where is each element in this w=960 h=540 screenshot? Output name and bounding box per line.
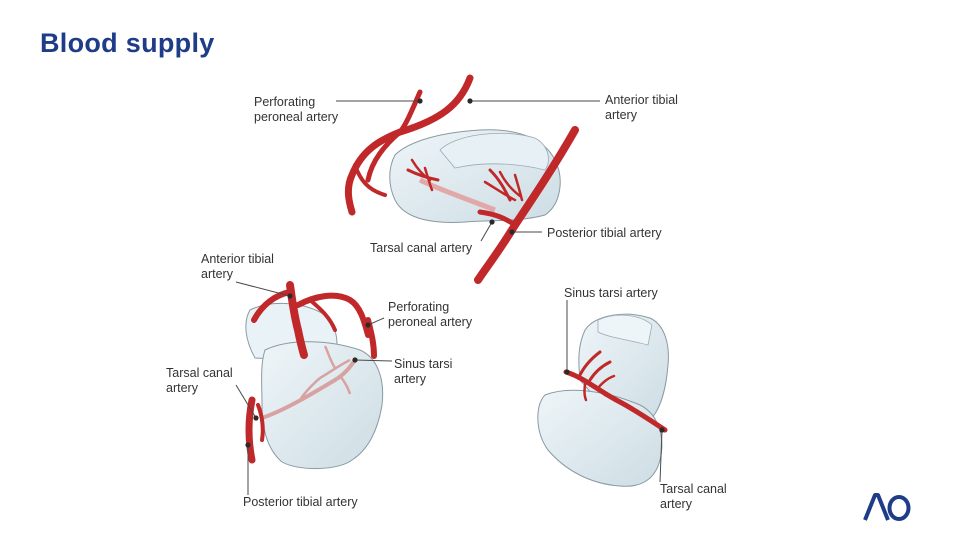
- top-tarsal-canal-vessel: [418, 177, 496, 213]
- leader-lines: [235, 100, 663, 495]
- top-talus-dome: [439, 133, 549, 171]
- label-line-2: peroneal artery: [254, 110, 339, 124]
- label-line-2: artery: [605, 108, 637, 122]
- left-sinus-tarsi-branches: [298, 345, 352, 401]
- right-arteries: [563, 350, 668, 433]
- label-top-tarsal-canal-artery: Tarsal canal artery: [370, 241, 473, 255]
- label-top-perforating-peroneal-artery: Perforating peroneal artery: [254, 95, 338, 125]
- slide-title: Blood supply: [40, 28, 215, 58]
- label-line-1: Tarsal canal: [166, 366, 233, 380]
- right-talus-figure: [537, 313, 669, 487]
- label-line-1: Perforating: [388, 300, 450, 314]
- label-left-sinus-tarsi-artery: Sinus tarsi artery: [394, 357, 452, 387]
- label-line-1: Perforating: [254, 95, 316, 109]
- label-right-tarsal-canal-artery: Tarsal canal artery: [660, 482, 727, 512]
- top-talus-figure: [344, 74, 579, 284]
- label-left-posterior-tibial-artery: Posterior tibial artery: [243, 495, 358, 509]
- label-left-anterior-tibial-artery: Anterior tibial artery: [201, 252, 274, 282]
- right-navicular-facet: [597, 314, 653, 346]
- label-left-tarsal-canal-artery: Tarsal canal artery: [166, 366, 233, 396]
- leader-dots: [245, 98, 665, 448]
- ao-foundation-logo-icon: [863, 493, 911, 521]
- right-calcaneus-bone: [537, 389, 663, 487]
- label-line-2: artery: [166, 381, 198, 395]
- label-top-anterior-tibial-artery: Anterior tibial artery: [605, 93, 678, 123]
- label-line-2: artery: [394, 372, 426, 386]
- left-talus-figure: [245, 281, 384, 470]
- label-line-1: Tarsal canal: [660, 482, 727, 496]
- label-line-2: artery: [660, 497, 692, 511]
- label-line-1: Anterior tibial: [605, 93, 678, 107]
- label-top-posterior-tibial-artery: Posterior tibial artery: [547, 226, 662, 240]
- left-talus-bone: [261, 341, 384, 470]
- label-line-2: artery: [201, 267, 233, 281]
- label-line-1: Anterior tibial: [201, 252, 274, 266]
- top-arteries: [344, 74, 579, 284]
- left-tarsal-canal-vessel: [261, 356, 358, 420]
- label-right-sinus-tarsi-artery: Sinus tarsi artery: [564, 286, 658, 300]
- label-left-perforating-peroneal-artery: Perforating peroneal artery: [388, 300, 472, 330]
- label-line-1: Sinus tarsi: [394, 357, 453, 371]
- label-line-2: peroneal artery: [388, 315, 473, 329]
